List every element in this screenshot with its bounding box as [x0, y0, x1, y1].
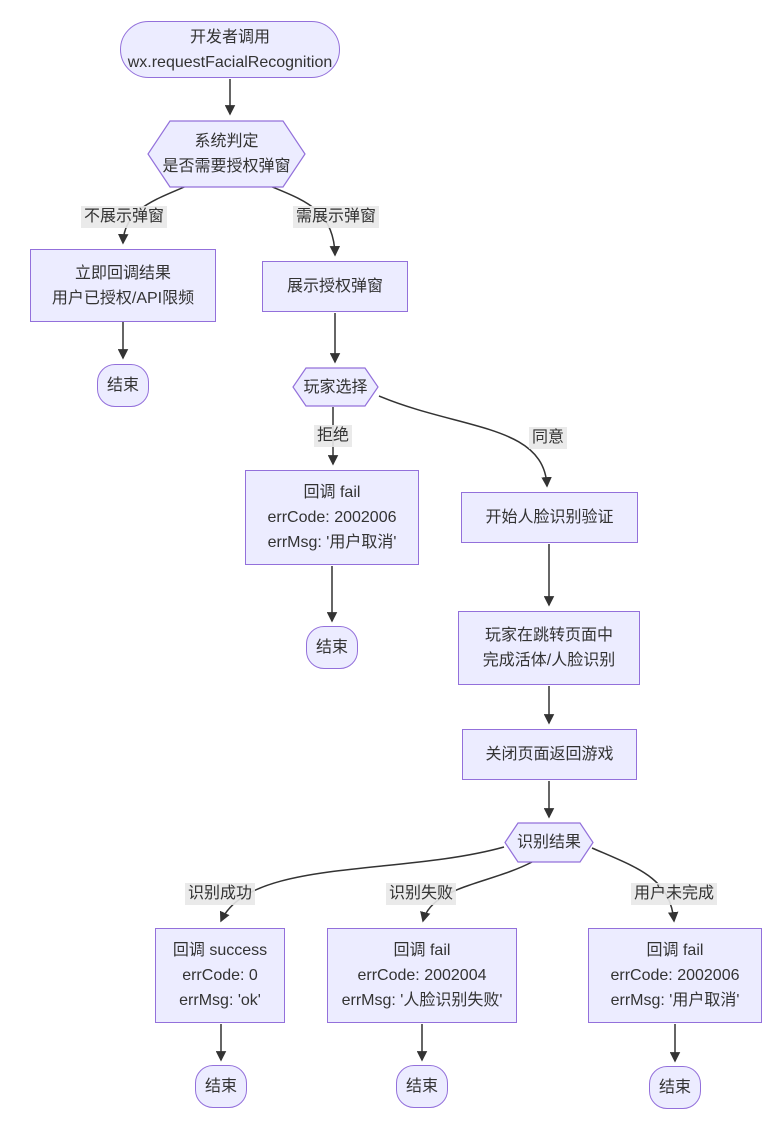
edge-label-recog-fail: 识别失败 [385, 883, 457, 905]
node-close-page: 关闭页面返回游戏 [462, 729, 637, 780]
edge-result-to-recogfail [420, 861, 533, 923]
edge-label-no-popup: 不展示弹窗 [80, 206, 168, 228]
node-end-3: 结束 [195, 1065, 247, 1108]
node-callback-fail-cancel-1: 回调 fail errCode: 2002006 errMsg: '用户取消' [245, 470, 419, 565]
node-end-2: 结束 [306, 626, 358, 669]
node-callback-fail-cancel-2: 回调 fail errCode: 2002006 errMsg: '用户取消' [588, 928, 762, 1023]
hexagon-result [504, 822, 594, 863]
edge-label-agree: 同意 [528, 427, 568, 449]
edge-label-refuse: 拒绝 [313, 425, 353, 447]
edge-label-user-incomplete: 用户未完成 [630, 883, 718, 905]
hexagon-judge [147, 120, 306, 188]
node-jump-page: 玩家在跳转页面中 完成活体/人脸识别 [458, 611, 640, 685]
edge-result-to-success [219, 846, 505, 923]
node-start-face-verify: 开始人脸识别验证 [461, 492, 638, 543]
edge-label-need-popup: 需展示弹窗 [292, 206, 380, 228]
edge-label-recog-success: 识别成功 [184, 883, 256, 905]
node-callback-fail-recognition: 回调 fail errCode: 2002004 errMsg: '人脸识别失败… [327, 928, 517, 1023]
node-callback-success: 回调 success errCode: 0 errMsg: 'ok' [155, 928, 285, 1023]
node-immediate-callback: 立即回调结果 用户已授权/API限频 [30, 249, 216, 322]
node-end-4: 结束 [396, 1065, 448, 1108]
node-start: 开发者调用 wx.requestFacialRecognition [120, 21, 340, 78]
node-judge-label: 系统判定 是否需要授权弹窗 [162, 133, 291, 175]
node-end-1: 结束 [97, 364, 149, 407]
node-result-label: 识别结果 [516, 834, 581, 851]
edge-result-to-incomplete [591, 847, 679, 923]
edge-choice-to-startface [378, 395, 552, 488]
node-show-popup: 展示授权弹窗 [262, 261, 408, 312]
node-player-choice-label: 玩家选择 [303, 378, 368, 396]
node-end-5: 结束 [649, 1066, 701, 1109]
hexagon-player-choice [292, 367, 379, 407]
